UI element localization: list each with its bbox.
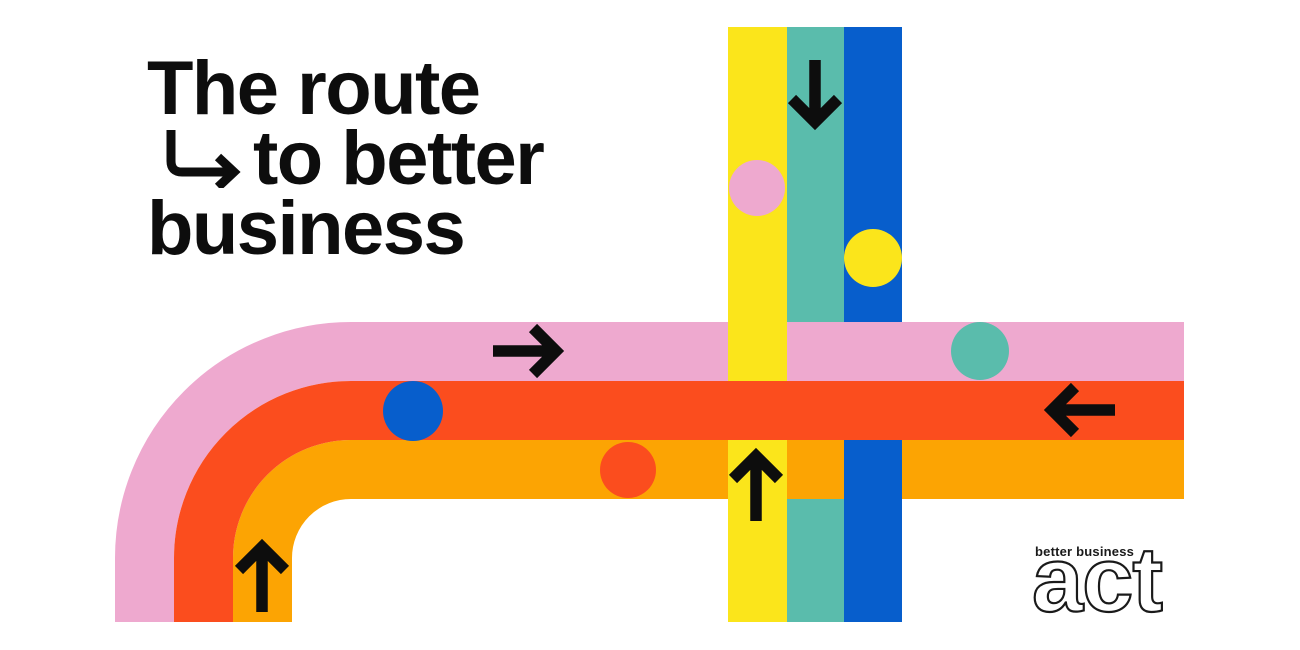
headline-line1: The route [147,46,481,131]
pink-dot [729,160,785,216]
blue-dot [383,381,443,441]
logo: better business act [1031,529,1222,631]
headline-line2-row: to better [147,116,545,201]
yellow-dot [844,229,902,287]
up-arrow-yellow-icon [728,447,784,521]
direction-arrows [234,60,1115,612]
headline-line3: business [147,186,466,271]
teal-dot [951,322,1009,380]
headline: The route to better business [147,46,545,271]
red-route [174,381,1184,622]
left-arrow-icon [1043,382,1115,438]
pink-route [115,322,1184,622]
turn-right-arrow-icon [166,130,241,188]
yellow-band [728,27,787,622]
up-arrow-orange-icon [234,538,290,612]
down-arrow-icon [787,60,843,131]
logo-tagline: better business [1035,544,1135,559]
headline-line2: to better [253,116,545,201]
red-dot [600,442,656,498]
right-arrow-icon [493,323,565,379]
logo-wordmark: act [1031,529,1164,631]
